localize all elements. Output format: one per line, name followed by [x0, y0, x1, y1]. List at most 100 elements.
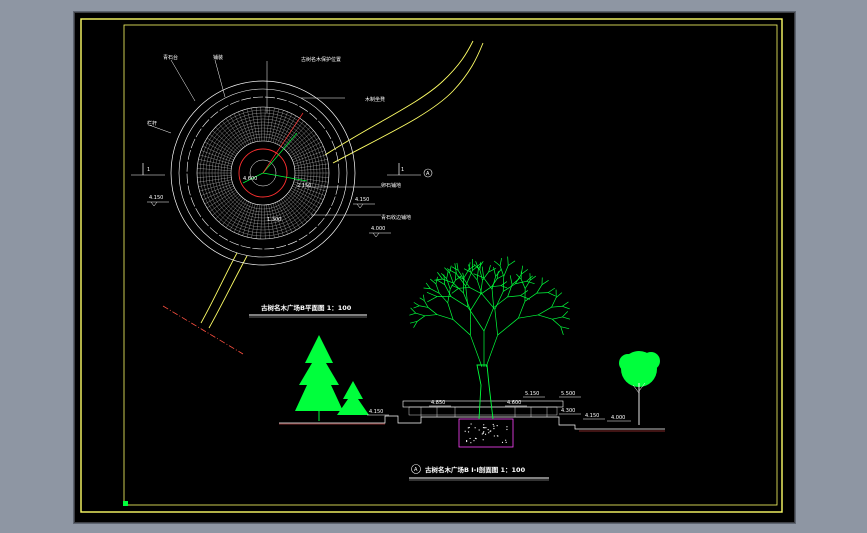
soil-dot [496, 435, 498, 437]
main-tree-trunk [476, 364, 494, 420]
section-marker-circle: A [426, 171, 430, 177]
tree-branch [481, 293, 496, 310]
soil-dot [493, 435, 495, 437]
paving-joint [222, 120, 244, 148]
paving-joint [294, 159, 328, 167]
paving-joint [209, 134, 238, 155]
soil-dot [466, 440, 468, 443]
tree-branch [451, 266, 459, 271]
paving-joint [290, 137, 320, 157]
label-gravel-area: 卵石铺地 [381, 182, 401, 189]
tree-branch [481, 266, 484, 278]
tree-branch [524, 292, 537, 302]
tree-branch [439, 293, 448, 304]
tree-branch [435, 276, 438, 284]
section-elev-right-1: 4.300 [561, 408, 575, 414]
paving-joint [288, 134, 317, 155]
tree-branch [443, 274, 446, 285]
tree-branch [419, 305, 429, 308]
tree-branch [485, 334, 498, 368]
tree-branch [470, 271, 478, 281]
tree-branch [468, 264, 471, 273]
tree-branch [503, 283, 516, 292]
trunk-circle [249, 159, 277, 187]
section-cut-line [162, 305, 244, 355]
tree-branch [463, 269, 470, 279]
tree-branch [470, 334, 483, 368]
soil-dot [505, 439, 507, 441]
tree-branch [526, 275, 533, 282]
tree-branch [541, 279, 549, 285]
tree-branch [562, 316, 571, 320]
paving-joint [246, 108, 256, 142]
cad-viewport[interactable]: 青石台 铺装 古树名木保护位置 木制坐凳 栏杆 卵石铺地 青石收边铺地 4.60… [74, 12, 795, 523]
tree-branch [430, 288, 440, 294]
tree-branch [462, 272, 465, 280]
soil-dot [473, 440, 475, 442]
tree-branch [434, 278, 443, 281]
tree-branch [480, 286, 492, 295]
round-tree [619, 351, 660, 425]
paving-joint [255, 204, 260, 239]
inner-border [123, 24, 778, 506]
tree-branch [455, 275, 462, 281]
tree-branch [413, 321, 418, 328]
paving-joint [263, 107, 266, 142]
tree-branch [469, 287, 482, 295]
soil-dot [485, 427, 487, 429]
tree-branch [493, 267, 496, 277]
paving-joint [268, 204, 275, 239]
paving-joint [278, 200, 297, 231]
soil-dot [484, 433, 487, 435]
tree-branch [551, 305, 563, 308]
tree-branch [446, 278, 451, 290]
tree-branch [451, 288, 459, 294]
tree-branch [468, 262, 471, 270]
label-wood-seat: 木制坐凳 [365, 96, 385, 103]
soil-dot [470, 442, 472, 444]
paving-joint [294, 175, 329, 178]
tree-branch [415, 312, 425, 317]
plan-dimension-main: 4.600 [243, 176, 257, 182]
tree-branch [437, 272, 443, 280]
section-elev-top-2: 5.500 [561, 391, 575, 397]
paving-joint [274, 111, 288, 144]
tree-branch [444, 267, 450, 274]
paving-joint [294, 179, 328, 187]
section-title-marker: A [414, 467, 418, 473]
soil-dot [474, 427, 476, 429]
paving-joint [200, 183, 233, 196]
tree-branch [547, 287, 555, 293]
soil-dot [483, 424, 485, 426]
tree-branch [526, 280, 535, 285]
tree-branch [409, 320, 418, 324]
paving-joint [218, 123, 242, 150]
tree-branch [451, 296, 469, 308]
paving-joint [202, 146, 234, 161]
tree-branch [500, 285, 508, 289]
soil-dot [469, 437, 471, 440]
paving-joint [218, 196, 242, 223]
outer-border [80, 18, 783, 513]
tree-branch [423, 294, 425, 301]
paving-joint [229, 200, 248, 231]
plan-elev-left: 4.150 [149, 195, 163, 201]
tree-branch [491, 278, 498, 287]
tree-branch [452, 319, 471, 336]
tree-branch [497, 317, 519, 336]
paving-joint [260, 107, 263, 142]
tree-branch [467, 307, 485, 332]
tree-branch [509, 275, 513, 285]
soil-dot [466, 439, 468, 442]
paving-joint [251, 204, 258, 239]
section-elev-center-right: 4.600 [507, 400, 521, 406]
paving-joint [197, 168, 232, 171]
soil-dot [464, 430, 466, 432]
tree-branch [536, 292, 549, 294]
label-curb-edge: 青石收边铺地 [381, 214, 411, 221]
tree-branch [456, 262, 459, 271]
label-sitting-stone: 青石台 [163, 54, 178, 61]
tree-branch [520, 279, 526, 289]
tree-branch [496, 271, 499, 279]
paving-joint [215, 195, 241, 219]
